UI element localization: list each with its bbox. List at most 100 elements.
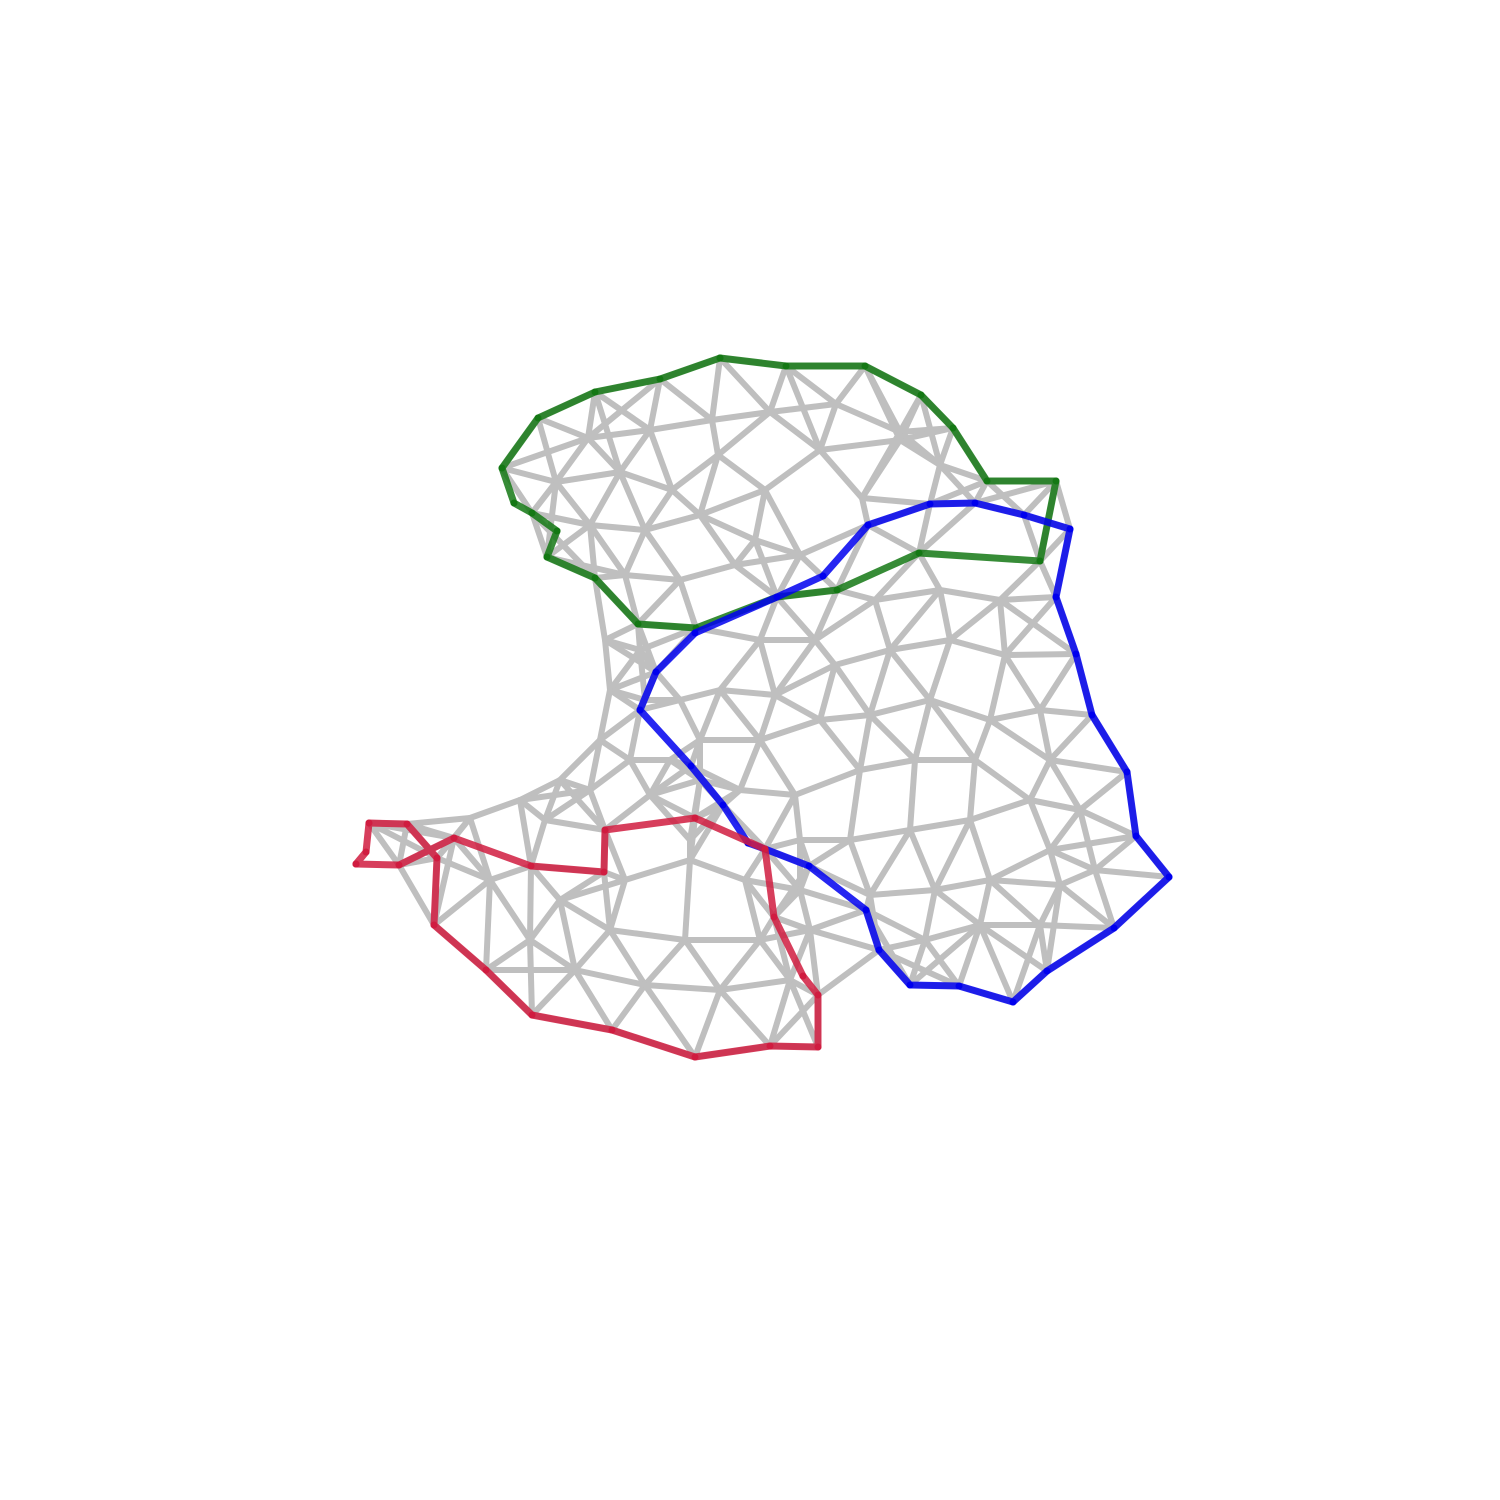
mesh-edge — [622, 857, 693, 883]
mesh-edge — [752, 537, 780, 600]
mesh-edge — [483, 937, 533, 973]
mesh-edge — [916, 501, 933, 556]
mesh-edge — [847, 827, 913, 843]
mesh-edge — [451, 835, 493, 883]
mesh-edge — [585, 427, 653, 441]
mesh-edge — [717, 637, 763, 693]
red-boundary-vertex — [814, 991, 822, 999]
mesh-edge — [1057, 867, 1098, 888]
mesh-edge — [431, 877, 493, 928]
mesh-edge — [907, 817, 973, 833]
mesh-edge — [607, 927, 648, 988]
mesh-edge — [867, 697, 933, 718]
mesh-edge — [572, 967, 648, 988]
mesh-edge — [757, 692, 778, 743]
mesh-edge — [607, 687, 648, 703]
mesh-edge — [815, 947, 882, 998]
mesh-edge — [922, 937, 962, 989]
mesh-edge — [1047, 757, 1130, 775]
green-boundary-vertex — [528, 509, 536, 517]
mesh-edge — [1047, 757, 1083, 813]
green-boundary-vertex — [634, 620, 642, 628]
mesh-edge — [752, 487, 768, 543]
red-boundary-vertex — [814, 1043, 822, 1051]
mesh-edge — [1037, 882, 1063, 928]
mesh-edge — [717, 355, 773, 415]
blue-boundary-vertex — [719, 801, 727, 809]
mesh-edge — [972, 757, 1033, 803]
mesh-edge — [972, 717, 993, 763]
mesh-edge — [947, 637, 1008, 658]
blue-boundary-vertex — [862, 906, 870, 914]
mesh-edge — [833, 401, 903, 435]
mesh-edge — [597, 707, 643, 743]
mesh-edge — [859, 495, 933, 507]
mesh-edge — [859, 495, 871, 528]
mesh-edge — [807, 927, 882, 953]
mesh-edge — [647, 757, 673, 798]
green-boundary-vertex — [498, 464, 506, 472]
mesh-edge — [527, 863, 534, 943]
mesh-edge — [757, 914, 777, 943]
mesh-edge — [857, 757, 918, 773]
red-boundary-vertex — [691, 814, 699, 822]
red-boundary-vertex — [691, 1053, 699, 1061]
mesh-edge — [907, 922, 983, 988]
mesh-edge — [774, 552, 803, 600]
mesh-edge — [647, 792, 693, 843]
mesh-edge — [1037, 651, 1079, 713]
mesh-edge — [715, 409, 773, 458]
green-boundary-vertex — [1036, 557, 1044, 565]
mesh-edge — [677, 697, 703, 743]
mesh-edge — [602, 621, 641, 643]
mesh-edge — [987, 652, 1008, 723]
mesh-edge — [557, 877, 628, 903]
green-boundary-vertex — [915, 549, 923, 557]
mesh-edge — [897, 437, 943, 468]
mesh-edge — [907, 937, 928, 988]
mesh-edge — [709, 409, 773, 423]
mesh-edge — [1021, 512, 1043, 564]
green-boundary-vertex — [716, 354, 724, 362]
mesh-edge — [1037, 526, 1073, 564]
mesh-edge — [642, 982, 723, 993]
blue-boundary-vertex — [1110, 924, 1118, 932]
mesh-edge — [697, 512, 758, 543]
red-boundary-vertex — [365, 819, 373, 827]
mesh-edge — [587, 522, 648, 533]
mesh-edge — [817, 662, 838, 723]
mesh-edge — [812, 637, 838, 668]
mesh-edge — [967, 757, 978, 823]
blue-boundary-vertex — [1132, 832, 1140, 840]
mesh-edge — [587, 522, 628, 578]
mesh-edge — [404, 815, 473, 827]
mesh-edge — [1077, 807, 1139, 839]
mesh-edge — [947, 597, 1003, 643]
blue-boundary-vertex — [1020, 511, 1028, 519]
mesh-edge — [697, 487, 768, 518]
mesh-edge — [867, 887, 938, 898]
mesh-edge — [677, 562, 738, 583]
mesh-edge — [783, 363, 839, 407]
mesh-edge — [585, 389, 598, 441]
green-boundary-vertex — [510, 499, 518, 507]
mesh-edge — [1002, 652, 1043, 713]
mesh-edge — [1021, 478, 1059, 518]
mesh-edge — [812, 597, 878, 643]
mesh-edge — [1092, 867, 1117, 931]
mesh-edge — [709, 355, 723, 423]
mesh-edge — [762, 447, 823, 493]
mesh-edge — [692, 787, 743, 821]
mesh-edge — [792, 792, 803, 843]
mesh-edge — [807, 907, 869, 933]
mesh-edge — [867, 827, 913, 898]
mesh-edge — [912, 697, 933, 763]
mesh-edge — [872, 587, 943, 603]
mesh-edge — [653, 669, 683, 703]
green-boundary-vertex — [782, 362, 790, 370]
mesh-edge — [876, 937, 928, 953]
mesh-edge — [987, 717, 1053, 763]
blue-boundary-vertex — [819, 572, 827, 580]
mesh-edge — [972, 478, 1059, 506]
mesh-edge — [451, 815, 473, 841]
